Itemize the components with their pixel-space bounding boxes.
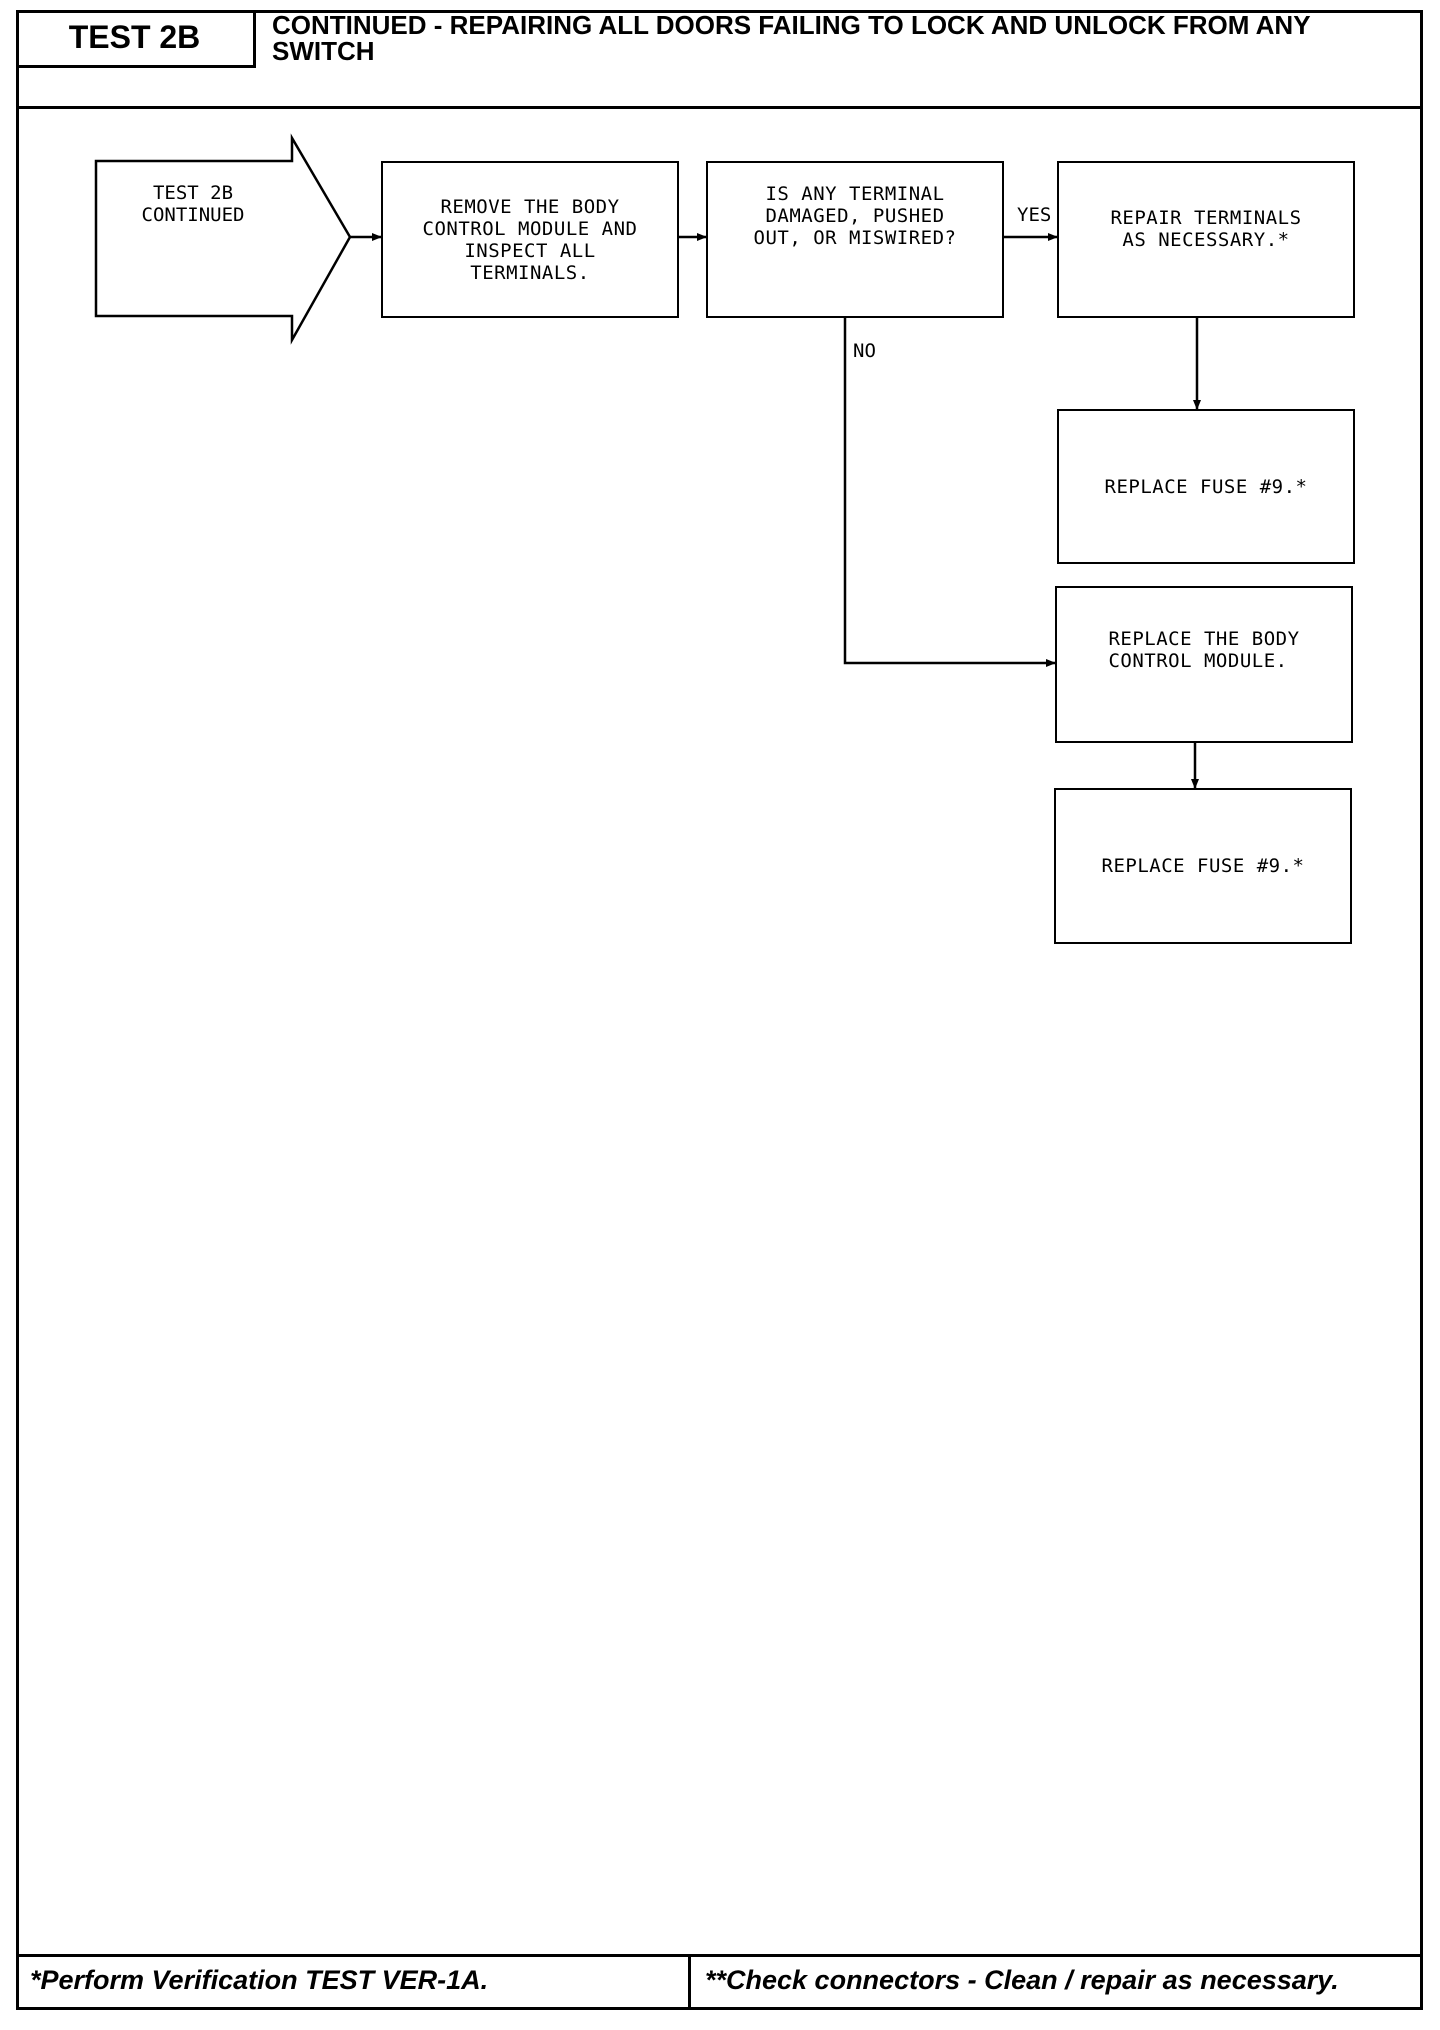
step-remove-bcm: REMOVE THE BODY CONTROL MODULE AND INSPE…: [381, 161, 679, 318]
no-label: NO: [853, 340, 876, 362]
step-replace-bcm-text: REPLACE THE BODY CONTROL MODULE.: [1108, 628, 1300, 672]
page-frame: [16, 10, 1423, 2010]
page-title: CONTINUED - REPAIRING ALL DOORS FAILING …: [272, 10, 1311, 66]
footer-connector-note: **Check connectors - Clean / repair as n…: [705, 1965, 1339, 1995]
connector-no: [843, 318, 1056, 667]
yes-label: YES: [1017, 204, 1052, 226]
start-label: TEST 2B CONTINUED: [141, 182, 245, 226]
footer-divider: [16, 1954, 1423, 1957]
test-id: TEST 2B: [68, 19, 201, 55]
step-replace-fuse-1-text: REPLACE FUSE #9.*: [1104, 475, 1308, 498]
step-repair-terminals: REPAIR TERMINALS AS NECESSARY.*: [1057, 161, 1355, 318]
start-arrow-shape: [94, 133, 352, 345]
step-replace-fuse-2: REPLACE FUSE #9.*: [1054, 788, 1352, 944]
test-id-box: TEST 2B: [16, 10, 256, 68]
step-replace-bcm: REPLACE THE BODY CONTROL MODULE.: [1055, 586, 1353, 743]
footer-column-divider: [688, 1954, 691, 2010]
decision-terminal-damage-text: IS ANY TERMINAL DAMAGED, PUSHED OUT, OR …: [753, 183, 957, 249]
step-replace-fuse-1: REPLACE FUSE #9.*: [1057, 409, 1355, 564]
header-divider: [16, 106, 1423, 109]
footer-verification-note: *Perform Verification TEST VER-1A.: [30, 1965, 489, 1995]
step-replace-fuse-2-text: REPLACE FUSE #9.*: [1101, 855, 1305, 877]
step-repair-terminals-text: REPAIR TERMINALS AS NECESSARY.*: [1110, 207, 1302, 251]
decision-terminal-damage: IS ANY TERMINAL DAMAGED, PUSHED OUT, OR …: [706, 161, 1004, 318]
step-remove-bcm-text: REMOVE THE BODY CONTROL MODULE AND INSPE…: [422, 195, 638, 284]
